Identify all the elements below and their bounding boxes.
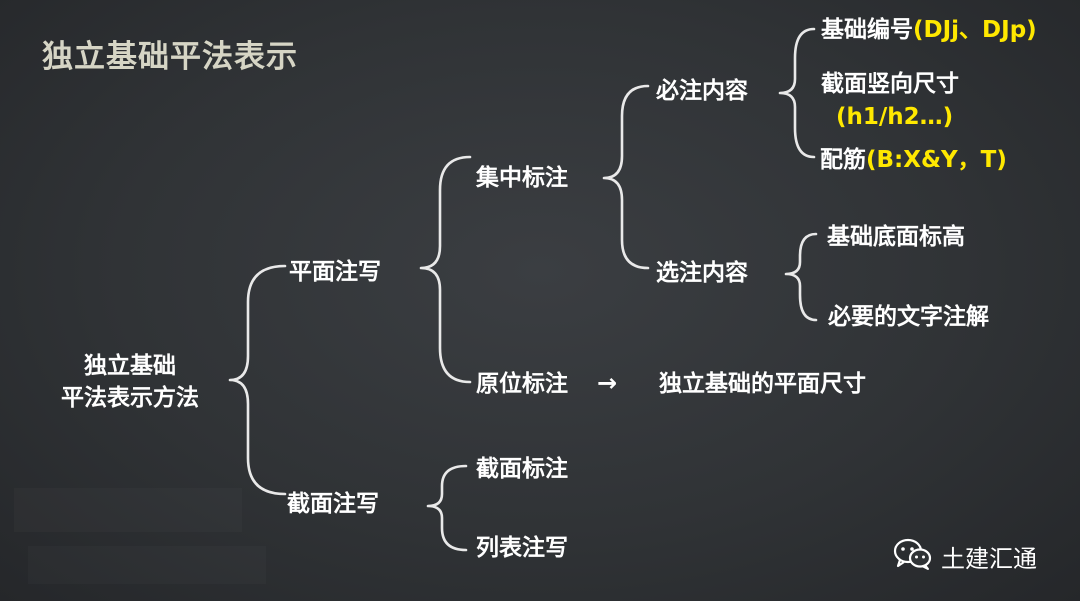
required-item-foundation-number: 基础编号(DJj、DJp) (821, 17, 1037, 43)
reinforcement-code: (B:X&Y，T) (866, 147, 1007, 173)
required-item-reinforcement: 配筋(B:X&Y，T) (820, 147, 1007, 173)
root-line-2: 平法表示方法 (61, 385, 199, 411)
node-section-annotation: 截面注写 (287, 491, 379, 517)
section-brace (426, 464, 468, 552)
node-plan-dimensions: 独立基础的平面尺寸 (659, 371, 866, 397)
watermark: 土建汇通 (893, 537, 1037, 575)
root-node: 独立基础 平法表示方法 (40, 350, 220, 414)
foundation-number-code: (DJj、DJp) (913, 17, 1037, 43)
required-brace (778, 27, 816, 159)
slide-title: 独立基础平法表示 (42, 39, 298, 75)
node-list-annotation: 列表注写 (476, 535, 568, 561)
wechat-icon (893, 537, 933, 575)
optional-item-base-elevation: 基础底面标高 (827, 224, 965, 250)
arrow: → (597, 369, 618, 397)
plan-brace (419, 155, 472, 384)
node-plan-annotation: 平面注写 (289, 259, 381, 285)
root-line-1: 独立基础 (84, 353, 176, 379)
optional-brace (784, 232, 818, 322)
node-centralized-annotation: 集中标注 (476, 165, 568, 191)
node-section-label: 截面标注 (476, 456, 568, 482)
node-in-situ-annotation: 原位标注 (476, 371, 568, 397)
watermark-text: 土建汇通 (941, 544, 1037, 573)
node-required-content: 必注内容 (656, 78, 748, 104)
optional-item-text-notes: 必要的文字注解 (828, 304, 989, 330)
required-item-section-height: 截面竖向尺寸 (821, 71, 959, 97)
node-optional-content: 选注内容 (656, 260, 748, 286)
section-height-code: (h1/h2…) (836, 104, 954, 130)
root-brace (228, 264, 287, 496)
centralized-brace (602, 84, 650, 270)
